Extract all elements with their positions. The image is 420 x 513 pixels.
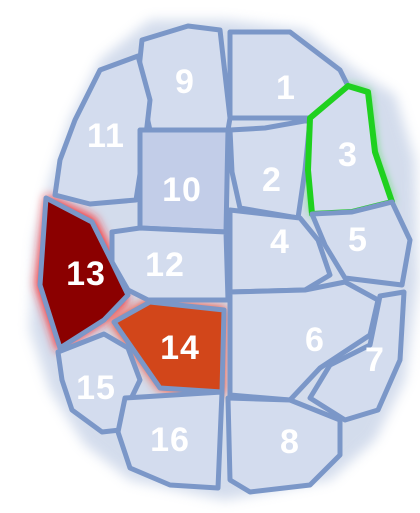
region-label-2: 2	[262, 161, 282, 199]
region-label-15: 15	[76, 369, 116, 407]
region-label-9: 9	[175, 63, 195, 101]
region-label-5: 5	[348, 221, 368, 259]
region-label-6: 6	[305, 321, 325, 359]
region-label-13: 13	[66, 255, 106, 293]
region-label-11: 11	[87, 117, 125, 155]
region-label-10: 10	[162, 171, 202, 209]
region-label-8: 8	[280, 423, 300, 461]
region-label-3: 3	[338, 136, 358, 174]
region-label-7: 7	[365, 341, 385, 379]
region-label-1: 1	[276, 69, 296, 107]
region-label-14: 14	[160, 329, 200, 367]
region-label-16: 16	[150, 421, 190, 459]
region-label-4: 4	[270, 223, 290, 261]
region-label-12: 12	[145, 246, 185, 284]
